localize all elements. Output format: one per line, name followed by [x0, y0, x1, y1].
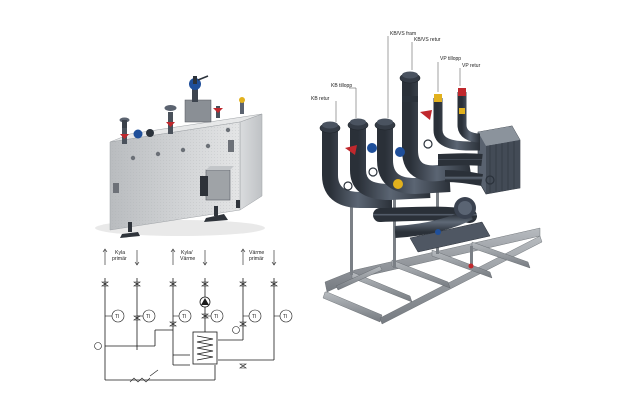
pipe-assembly: KB retur KB tillopp KB/VS fram KB/VS ret… — [311, 31, 543, 325]
label-vp-retur: VP retur — [462, 63, 481, 69]
top-valves — [119, 75, 245, 144]
base-frame — [322, 227, 543, 325]
ti-label: TI — [115, 314, 119, 320]
pipe-valves — [343, 110, 495, 269]
label-kyla-primar: primär — [112, 256, 127, 262]
schematic-labels: Kyla primär Kyla/ Värme Värme primär — [112, 250, 264, 262]
label-kb-vs-retur: KB/VS retur — [414, 37, 441, 43]
ti-label: TI — [252, 314, 256, 320]
label-vp-tillopp: VP tillopp — [440, 56, 461, 62]
insulated-unit — [95, 75, 265, 238]
label-kyla-varme: Kyla/ — [181, 250, 193, 256]
label-kb-tillopp: KB tillopp — [331, 83, 352, 89]
heat-exchanger — [477, 125, 521, 195]
ti-label: TI — [283, 314, 287, 320]
ti-label: TI — [214, 314, 218, 320]
ti-label: TI — [182, 314, 186, 320]
label-varme-primar-1: Värme — [249, 250, 264, 256]
ti-sensors: TI TI TI TI TI TI — [105, 309, 293, 323]
label-varme-primar-2: primär — [249, 256, 264, 262]
ti-label: TI — [146, 314, 150, 320]
label-varme: Värme — [180, 256, 195, 262]
label-kb-retur: KB retur — [311, 96, 330, 102]
label-kyla: Kyla — [115, 250, 125, 256]
pump-box — [200, 166, 234, 201]
label-kb-vs-fram: KB/VS fram — [390, 31, 416, 37]
